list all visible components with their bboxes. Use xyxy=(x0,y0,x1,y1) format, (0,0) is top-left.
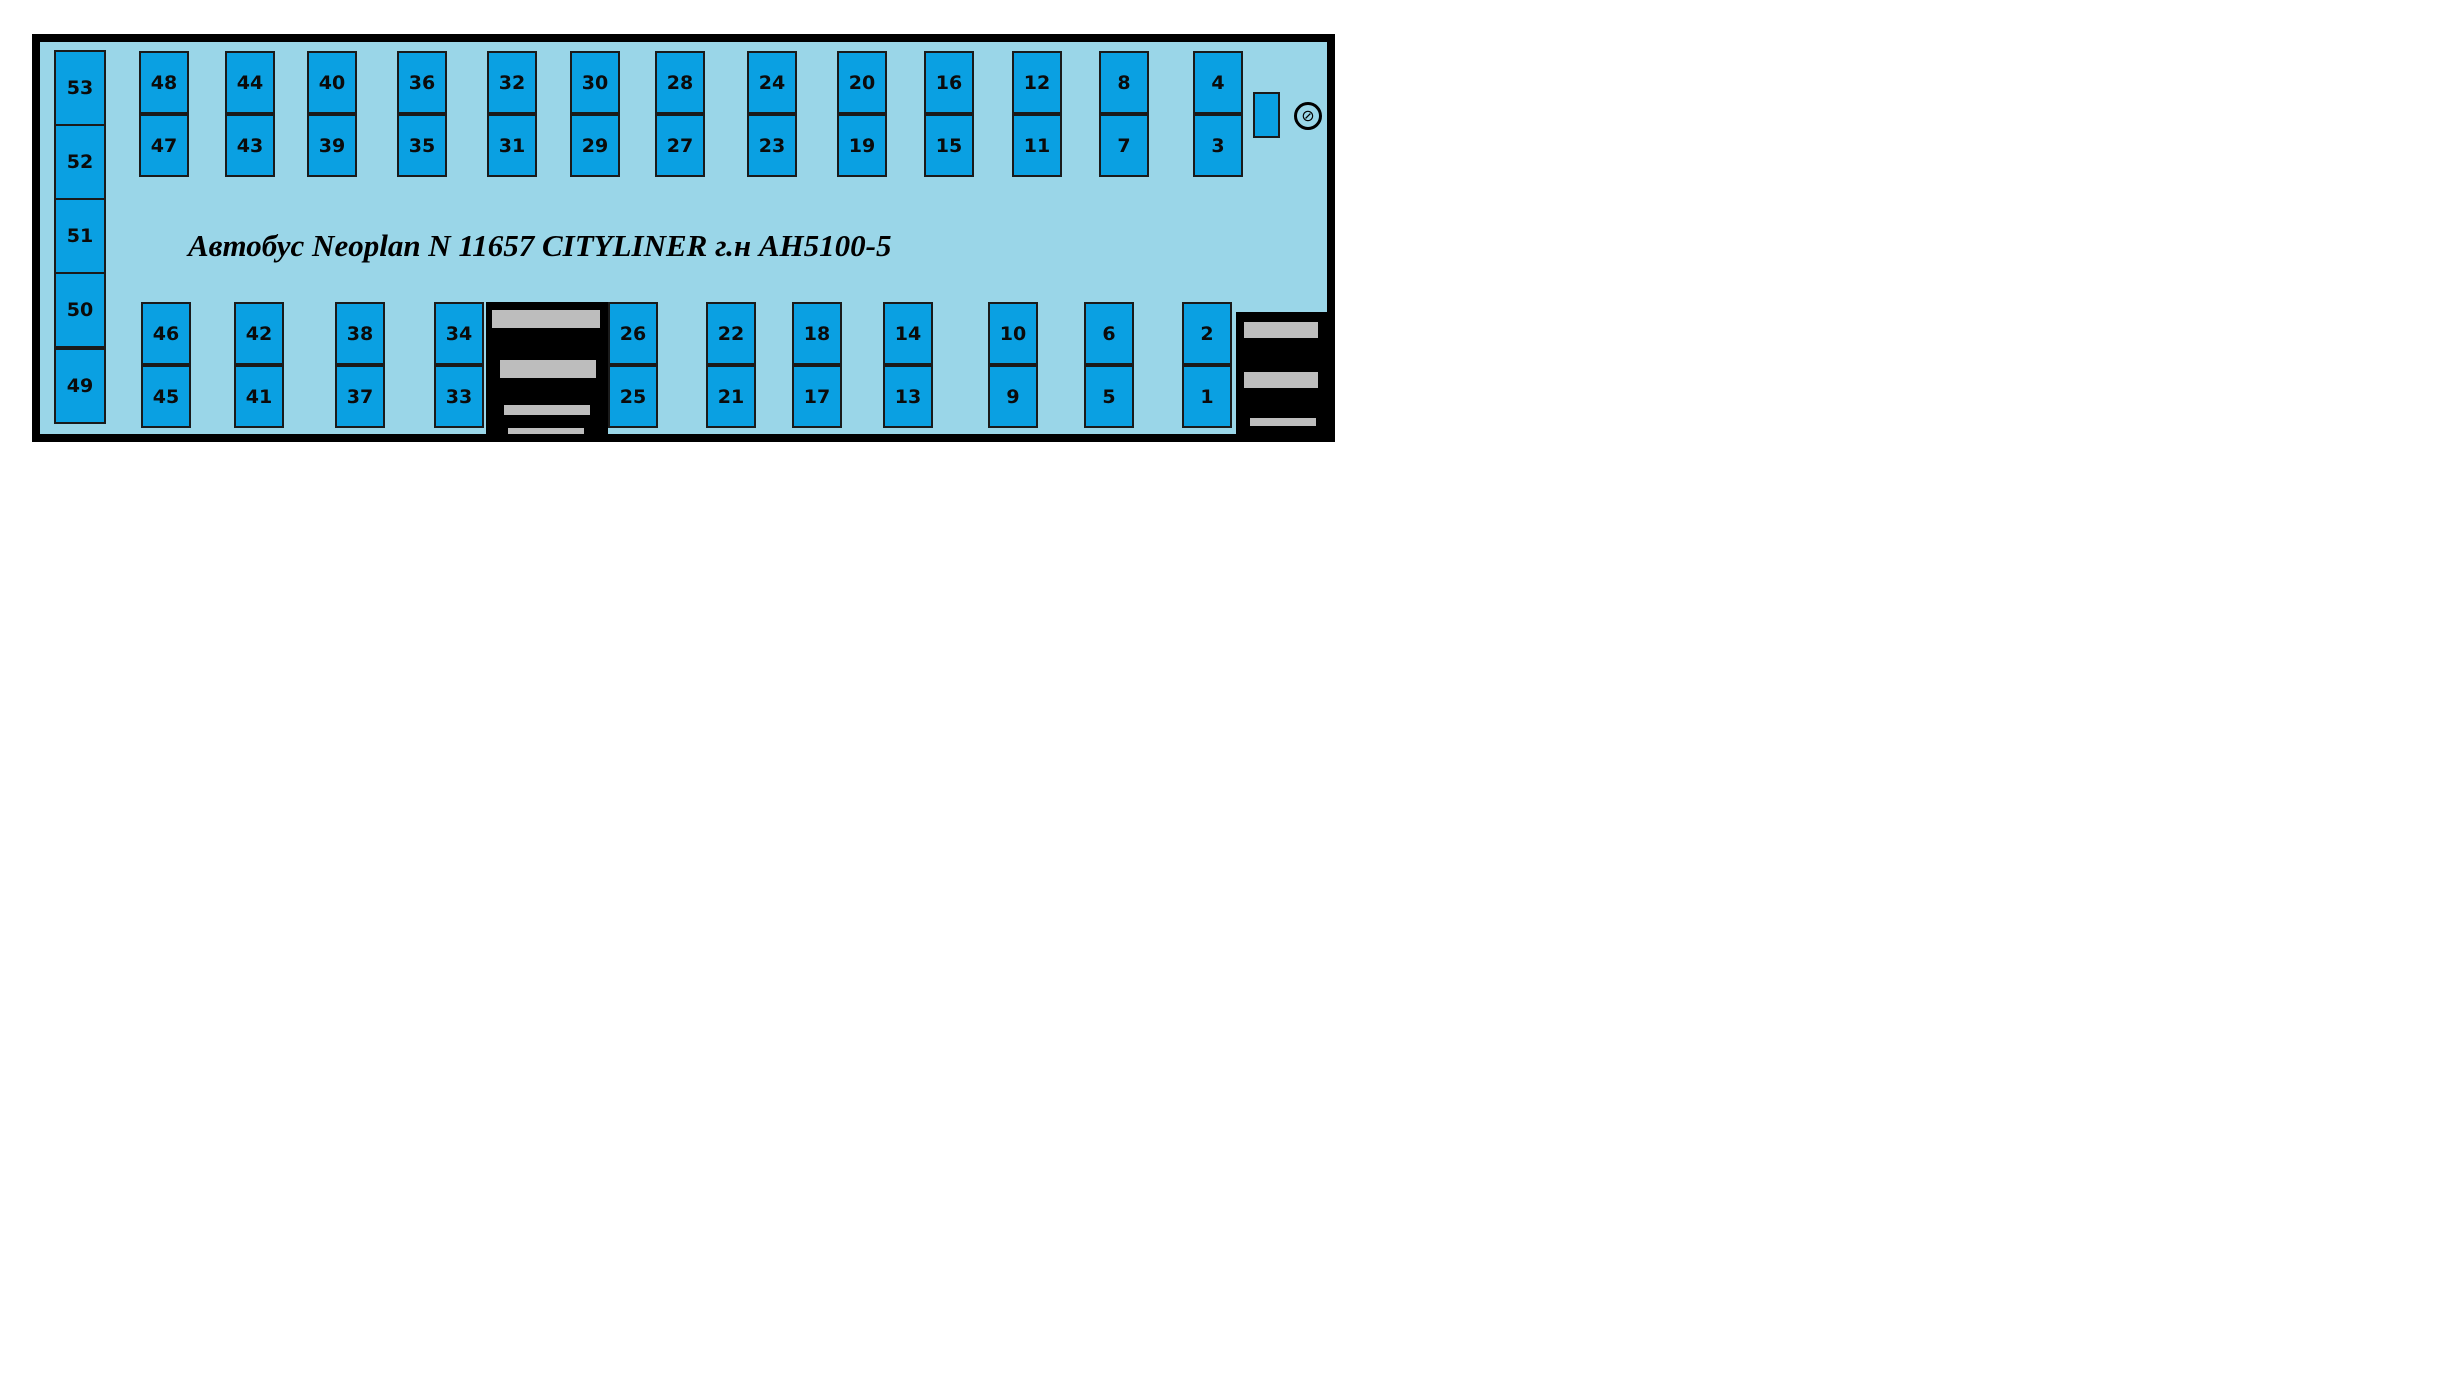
seat[interactable]: 10 xyxy=(988,302,1038,365)
seat[interactable]: 8 xyxy=(1099,51,1149,114)
driver-box xyxy=(1253,92,1280,138)
seat[interactable]: 2 xyxy=(1182,302,1232,365)
middle-door-step xyxy=(500,360,596,378)
seat[interactable]: 1 xyxy=(1182,365,1232,428)
seat[interactable]: 51 xyxy=(54,198,106,274)
seat[interactable]: 46 xyxy=(141,302,191,365)
seat[interactable]: 13 xyxy=(883,365,933,428)
seat[interactable]: 5 xyxy=(1084,365,1134,428)
middle-door-step xyxy=(508,428,584,434)
seat[interactable]: 31 xyxy=(487,114,537,177)
seat[interactable]: 45 xyxy=(141,365,191,428)
seat[interactable]: 39 xyxy=(307,114,357,177)
seat[interactable]: 24 xyxy=(747,51,797,114)
seat[interactable]: 40 xyxy=(307,51,357,114)
seat[interactable]: 9 xyxy=(988,365,1038,428)
steering-wheel-icon: ⊘ xyxy=(1294,102,1322,130)
seat[interactable]: 4 xyxy=(1193,51,1243,114)
seat[interactable]: 42 xyxy=(234,302,284,365)
middle-door-step xyxy=(492,310,600,328)
seat[interactable]: 49 xyxy=(54,348,106,424)
seat[interactable]: 21 xyxy=(706,365,756,428)
seat[interactable]: 22 xyxy=(706,302,756,365)
seat[interactable]: 7 xyxy=(1099,114,1149,177)
seat[interactable]: 20 xyxy=(837,51,887,114)
seat[interactable]: 35 xyxy=(397,114,447,177)
bus-title: Автобус Neoplan N 11657 CITYLINER г.н АН… xyxy=(188,228,892,263)
seat[interactable]: 48 xyxy=(139,51,189,114)
seat[interactable]: 30 xyxy=(570,51,620,114)
seat[interactable]: 27 xyxy=(655,114,705,177)
seat[interactable]: 14 xyxy=(883,302,933,365)
seat[interactable]: 43 xyxy=(225,114,275,177)
seat[interactable]: 50 xyxy=(54,272,106,348)
seat[interactable]: 52 xyxy=(54,124,106,200)
seat[interactable]: 12 xyxy=(1012,51,1062,114)
seat[interactable]: 3 xyxy=(1193,114,1243,177)
seat[interactable]: 47 xyxy=(139,114,189,177)
seat[interactable]: 37 xyxy=(335,365,385,428)
seat[interactable]: 34 xyxy=(434,302,484,365)
seat[interactable]: 44 xyxy=(225,51,275,114)
middle-door-step xyxy=(504,405,590,415)
seat[interactable]: 53 xyxy=(54,50,106,126)
front-door-step xyxy=(1250,418,1316,426)
seat[interactable]: 29 xyxy=(570,114,620,177)
seat[interactable]: 28 xyxy=(655,51,705,114)
seat[interactable]: 32 xyxy=(487,51,537,114)
seat[interactable]: 26 xyxy=(608,302,658,365)
seat[interactable]: 15 xyxy=(924,114,974,177)
seat[interactable]: 17 xyxy=(792,365,842,428)
front-door-step xyxy=(1244,372,1318,388)
seat[interactable]: 18 xyxy=(792,302,842,365)
seat[interactable]: 11 xyxy=(1012,114,1062,177)
seat[interactable]: 38 xyxy=(335,302,385,365)
seat[interactable]: 41 xyxy=(234,365,284,428)
seat[interactable]: 16 xyxy=(924,51,974,114)
seat[interactable]: 6 xyxy=(1084,302,1134,365)
front-door-step xyxy=(1244,322,1318,338)
seat[interactable]: 23 xyxy=(747,114,797,177)
seat[interactable]: 33 xyxy=(434,365,484,428)
seat[interactable]: 36 xyxy=(397,51,447,114)
seat[interactable]: 25 xyxy=(608,365,658,428)
seat[interactable]: 19 xyxy=(837,114,887,177)
